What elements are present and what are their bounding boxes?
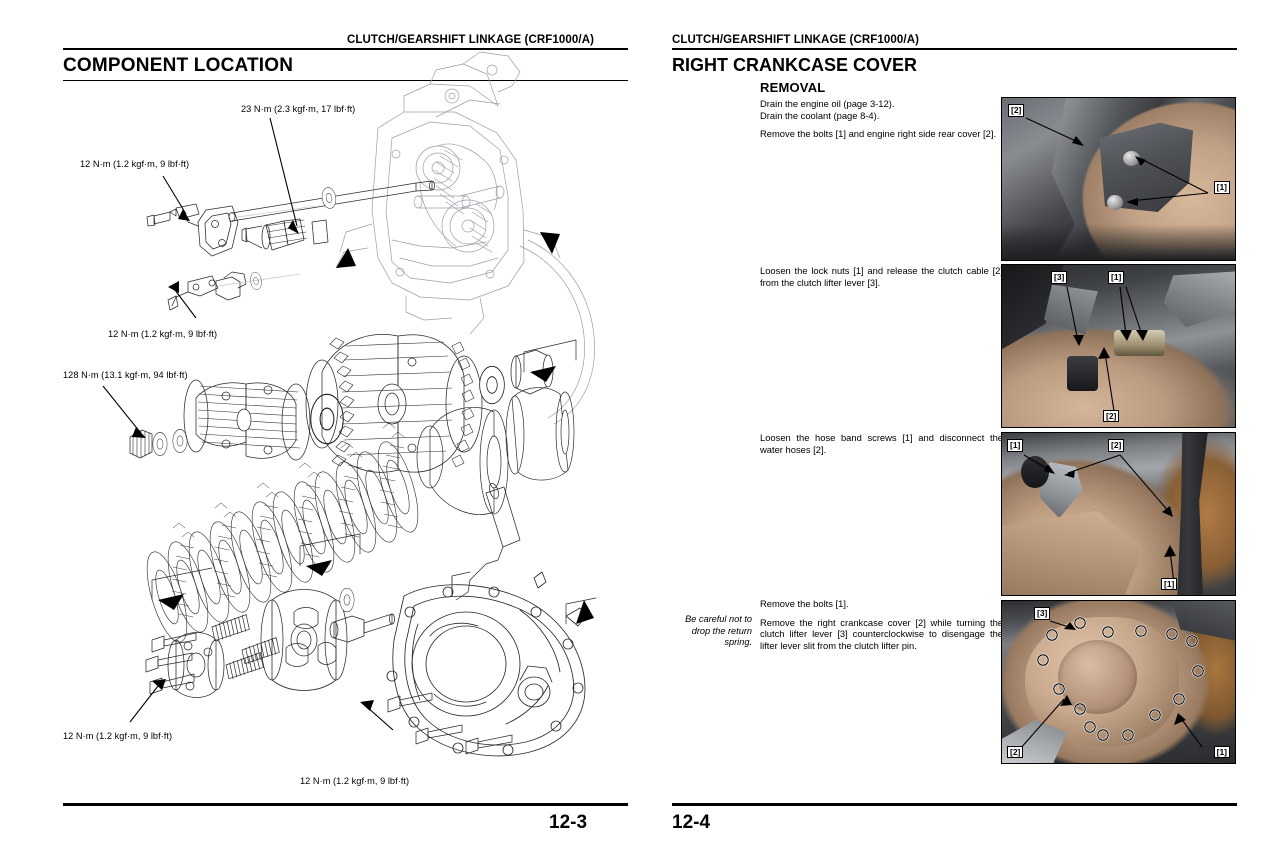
photo-2-lifter-lever [1067,355,1098,392]
torque-label-2: 12 N·m (1.2 kgf·m, 9 lbf·ft) [80,159,190,169]
torque-leader-lines [102,117,394,731]
right-page-title: RIGHT CRANKCASE COVER [672,55,918,75]
left-page-number: 12-3 [549,812,588,833]
photo-water-hoses: [1] [2] [1] [1001,432,1236,596]
step-1-paragraph-1: Drain the engine oil (page 3-12). Drain … [760,98,895,121]
step-4-caution-note: Be careful not to drop the return spring… [685,614,752,648]
step-3-paragraph-1: Loosen the hose band screws [1] and disc… [760,432,1003,455]
photo-1-annotations [1025,117,1209,206]
photo-right-crankcase-cover-bolts: [3] [2] [1] [1001,600,1236,764]
photo-4-callout-2: [2] [1007,745,1024,758]
left-page-title: COMPONENT LOCATION [63,55,294,76]
left-folio-rule [63,803,628,806]
photo-1-callout-1: [1] [1213,181,1230,194]
photo-2-annotations [1066,286,1148,412]
right-page-number: 12-4 [672,812,711,833]
right-page-subtitle: REMOVAL [760,80,826,95]
photo-4-annotations [1019,616,1205,750]
photo-clutch-cable-lock-nuts: [3] [1] [2] [1001,264,1236,428]
photo-3-callout-1b: [1] [1161,577,1178,590]
step-2-text: Loosen the lock nuts [1] and release the… [760,265,1003,288]
photo-3-annotations [1023,454,1176,584]
step-4-paragraph-2: Remove the right crankcase cover [2] whi… [760,616,1003,651]
right-page: CLUTCH/GEARSHIFT LINKAGE (CRF1000/A) RIG… [641,0,1280,843]
step-4-text: Remove the bolts [1]. Remove the right c… [760,598,1003,651]
torque-label-4: 128 N·m (13.1 kgf·m, 94 lbf·ft) [63,370,188,380]
right-running-head: CLUTCH/GEARSHIFT LINKAGE (CRF1000/A) [672,34,920,46]
photo-4-callout-3: [3] [1034,607,1051,620]
step-4-paragraph-1: Remove the bolts [1]. [760,598,849,609]
left-title-rule [63,80,628,81]
photo-2-callout-1: [1] [1108,271,1125,284]
left-page: CLUTCH/GEARSHIFT LINKAGE (CRF1000/A) COM… [63,34,628,833]
right-folio-rule [672,803,1237,806]
photo-2-callout-3: [3] [1051,271,1068,284]
right-head-rule [672,48,1237,50]
torque-label-6: 12 N·m (1.2 kgf·m, 9 lbf·ft) [300,776,410,786]
torque-label-5: 12 N·m (1.2 kgf·m, 9 lbf·ft) [63,731,173,741]
photo-3-callout-1a: [1] [1007,439,1024,452]
photo-1-bolt-upper [1123,151,1141,167]
photo-4-callout-1: [1] [1213,745,1230,758]
step-2-paragraph-1: Loosen the lock nuts [1] and release the… [760,265,1003,288]
component-location-diagram [129,51,597,757]
photo-1-bolt-lower [1106,195,1123,211]
photo-1-callout-2: [2] [1008,104,1025,117]
left-head-rule [63,48,628,50]
step-3-text: Loosen the hose band screws [1] and disc… [760,432,1003,455]
photo-4-clutch-bulge [1057,639,1138,715]
step-1-paragraph-2: Remove the bolts [1] and engine right si… [760,128,997,140]
photo-engine-right-side-rear-cover: [2] [1] [1001,97,1236,261]
photo-3-callout-2: [2] [1108,439,1125,452]
photo-1-shadow [1002,224,1235,260]
photo-2-callout-2: [2] [1103,409,1120,422]
left-running-head: CLUTCH/GEARSHIFT LINKAGE (CRF1000/A) [347,34,595,46]
torque-label-1: 23 N·m (2.3 kgf·m, 17 lbf·ft) [241,104,356,114]
torque-label-3: 12 N·m (1.2 kgf·m, 9 lbf·ft) [108,329,218,339]
step-1-text: Drain the engine oil (page 3-12). Drain … [760,98,1003,140]
